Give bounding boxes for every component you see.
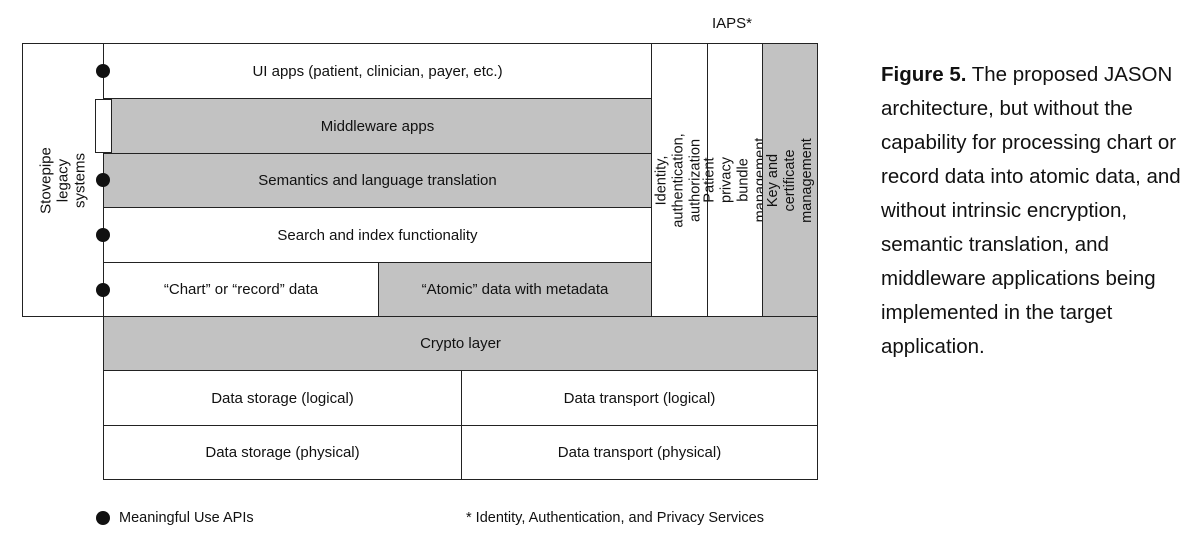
transport-physical-layer: Data transport (physical) (461, 425, 818, 480)
middleware-apps-layer: Middleware apps (103, 98, 652, 154)
figure-caption: Figure 5. The proposed JASON architectur… (881, 58, 1181, 364)
api-dot-search (96, 228, 110, 242)
stovepipe-label: Stovepipe legacy systems (37, 146, 89, 214)
identity-column (651, 43, 708, 317)
legend-meaningful-use: Meaningful Use APIs (119, 510, 254, 526)
api-dot-semantics (96, 173, 110, 187)
legend-dot (96, 511, 110, 525)
storage-physical-layer: Data storage (physical) (103, 425, 462, 480)
api-dot-ui-apps (96, 64, 110, 78)
chart-record-layer: “Chart” or “record” data (103, 262, 379, 317)
key-cert-label: Key and certificate management (764, 137, 815, 223)
caption-text: The proposed JASON architecture, but wit… (881, 63, 1181, 358)
ui-apps-layer: UI apps (patient, clinician, payer, etc.… (103, 43, 652, 99)
transport-logical-layer: Data transport (logical) (461, 370, 818, 426)
semantics-layer: Semantics and language translation (103, 153, 652, 208)
middleware-gap-marker (95, 99, 112, 153)
iaps-label: IAPS* (712, 15, 753, 32)
crypto-layer: Crypto layer (103, 316, 818, 371)
legend-iaps-footnote: * Identity, Authentication, and Privacy … (466, 510, 764, 526)
storage-logical-layer: Data storage (logical) (103, 370, 462, 426)
identity-label: Identity, authentication, authorization (654, 132, 705, 228)
atomic-data-layer: “Atomic” data with metadata (378, 262, 652, 317)
privacy-label: Patient privacy bundle management (701, 137, 769, 223)
caption-label: Figure 5. (881, 63, 967, 86)
api-dot-chart-record (96, 283, 110, 297)
key-cert-column (762, 43, 818, 317)
stovepipe-box (22, 43, 104, 317)
search-index-layer: Search and index functionality (103, 207, 652, 263)
